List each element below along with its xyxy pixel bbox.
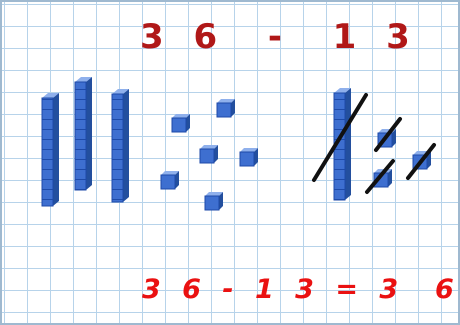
cross-out-stroke [374,117,402,152]
problem-title: 3 6 - 1 3 [140,17,419,57]
cross-out-stroke [365,159,395,194]
one-cube [216,99,235,118]
one-cube [199,145,218,164]
one-cube [160,171,179,190]
cross-out-stroke [312,93,368,182]
cross-out-stroke [406,143,436,180]
one-cube [204,192,223,211]
ten-rod [74,77,92,191]
crossed-ten-rod [333,88,351,201]
answer-equation: 3 6 - 1 3 = 3 6 [142,274,460,305]
ten-rod [111,89,129,203]
ten-rod [41,93,59,207]
one-cube [171,114,190,133]
one-cube [239,148,258,167]
